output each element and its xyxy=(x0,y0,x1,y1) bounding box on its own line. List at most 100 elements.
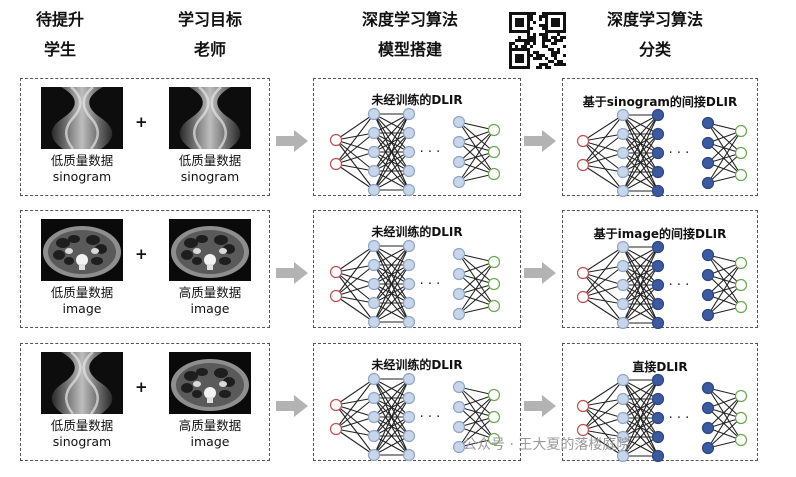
trained-network-diagram: · · · xyxy=(576,240,748,329)
network-node xyxy=(452,287,466,301)
network-node xyxy=(452,115,466,129)
data-caption-sub: sinogram xyxy=(52,169,112,184)
ellipsis: · · · xyxy=(669,146,690,161)
arrow-right-icon-a0 xyxy=(276,130,308,152)
data-caption-label: 低质量数据 xyxy=(178,153,242,168)
network-node xyxy=(616,259,630,273)
network-node xyxy=(616,108,630,122)
header-student-line1: 待提升 xyxy=(35,10,84,29)
classification-network-box: 基于sinogram的间接DLIR· · · xyxy=(562,78,758,197)
network-node xyxy=(651,373,665,387)
header-classify-line1: 深度学习算法 xyxy=(606,10,703,29)
network-node xyxy=(452,155,466,169)
network-node xyxy=(452,420,466,434)
network-node xyxy=(651,392,665,406)
network-node xyxy=(734,256,748,270)
network-node xyxy=(487,388,501,402)
network-node xyxy=(487,167,501,181)
network-node xyxy=(487,299,501,313)
network-node xyxy=(487,145,501,159)
network-node xyxy=(701,308,715,322)
network-node xyxy=(651,449,665,462)
network-node xyxy=(452,380,466,394)
network-node xyxy=(651,165,665,179)
network-node xyxy=(367,145,381,159)
network-node xyxy=(701,441,715,455)
model-network-box: 未经训练的DLIR· · · xyxy=(313,210,521,329)
network-node xyxy=(651,127,665,141)
network-node xyxy=(701,116,715,130)
network-node xyxy=(402,183,416,197)
ct-image xyxy=(169,219,251,281)
network-node xyxy=(651,259,665,273)
header-model: 深度学习算法 模型搭建 xyxy=(340,5,480,65)
network-node xyxy=(402,448,416,462)
network-node xyxy=(734,433,748,447)
classification-network-box: 直接DLIR· · · xyxy=(562,343,758,462)
classification-network-box: 基于image的间接DLIR· · · xyxy=(562,210,758,329)
network-node xyxy=(701,156,715,170)
data-caption-sub: image xyxy=(190,434,230,449)
network-node xyxy=(367,372,381,386)
network-node xyxy=(452,135,466,149)
header-teacher-line1: 学习目标 xyxy=(177,10,242,29)
network-node xyxy=(367,183,381,197)
header-teacher-line2: 老师 xyxy=(193,40,226,59)
network-node xyxy=(576,423,590,437)
network-node xyxy=(402,277,416,291)
network-node xyxy=(651,430,665,444)
network-node xyxy=(701,268,715,282)
header-classify: 深度学习算法 分类 xyxy=(585,5,725,65)
network-node xyxy=(616,146,630,160)
network-node xyxy=(616,127,630,141)
network-node xyxy=(402,145,416,159)
network-node xyxy=(734,146,748,160)
data-caption-sub: image xyxy=(190,301,230,316)
untrained-network-diagram: · · · xyxy=(329,372,501,462)
network-node xyxy=(367,164,381,178)
header-student-line2: 学生 xyxy=(43,40,76,59)
model-network-box: 未经训练的DLIR· · · xyxy=(313,343,521,462)
data-caption-label: 低质量数据 xyxy=(50,153,114,168)
network-node xyxy=(452,440,466,454)
network-node xyxy=(576,266,590,280)
network-node xyxy=(701,421,715,435)
network-node xyxy=(616,392,630,406)
network-node xyxy=(701,248,715,262)
arrow-right-icon-b1 xyxy=(524,262,556,284)
network-node xyxy=(329,157,343,171)
network-node xyxy=(651,297,665,311)
arrow-right-icon-a1 xyxy=(276,262,308,284)
network-node xyxy=(734,168,748,182)
trained-network-diagram: · · · xyxy=(576,373,748,462)
network-node xyxy=(651,278,665,292)
network-node xyxy=(734,124,748,138)
network-node xyxy=(651,184,665,197)
header-student: 待提升 学生 xyxy=(20,5,100,65)
network-node xyxy=(651,146,665,160)
network-node xyxy=(616,411,630,425)
network-node xyxy=(734,300,748,314)
classification-title: 直接DLIR xyxy=(632,360,688,374)
network-node xyxy=(367,239,381,253)
network-node xyxy=(651,316,665,329)
watermark: 公众号 · 王大夏的落楼庭院 xyxy=(463,437,631,453)
plus-sign: + xyxy=(135,113,148,131)
untrained-network-diagram: · · · xyxy=(329,239,501,329)
network-node xyxy=(329,289,343,303)
network-node xyxy=(452,307,466,321)
network-node xyxy=(616,278,630,292)
network-node xyxy=(402,107,416,121)
network-node xyxy=(576,399,590,413)
header-model-line2: 模型搭建 xyxy=(377,40,442,59)
sinogram-image xyxy=(169,87,251,149)
network-node xyxy=(367,296,381,310)
header-classify-line2: 分类 xyxy=(638,40,671,59)
network-node xyxy=(402,410,416,424)
ellipsis: · · · xyxy=(420,145,441,160)
